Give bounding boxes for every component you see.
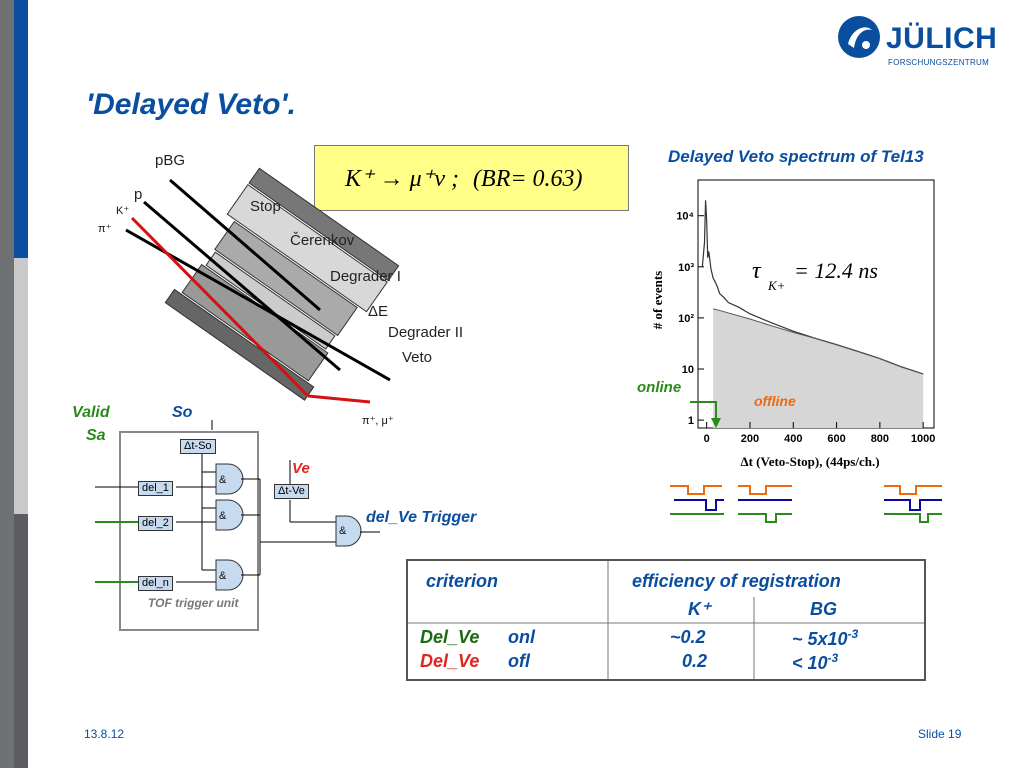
timing-signals — [670, 485, 942, 523]
formula: K⁺ → μ⁺ν ; (BR= 0.63) — [345, 164, 583, 193]
layer-label-degrader-1: Degrader I — [330, 268, 401, 285]
spectrum-title: Delayed Veto spectrum of Tel13 — [668, 147, 924, 166]
table-row-mode: onl — [508, 627, 535, 647]
and-gate-label: & — [219, 474, 227, 486]
layer-label-degrader-2: Degrader II — [388, 324, 464, 341]
delay-box-2: del_2 — [138, 516, 173, 531]
spectrum-chart: # of events Δt (Veto-Stop), (44ps/ch.) 0… — [650, 179, 935, 469]
x-tick-label: 200 — [741, 433, 759, 445]
x-tick-label: 400 — [784, 433, 802, 445]
kaon-track — [130, 216, 310, 398]
pion-track — [307, 394, 371, 404]
beam-label-k: K⁺ — [116, 205, 130, 217]
table-dividers — [408, 561, 924, 679]
y-tick-label: 1 — [688, 415, 694, 427]
sa-label: Sa — [86, 427, 106, 444]
and-gate-label: & — [339, 525, 347, 537]
logo-subtitle: FORSCHUNGSZENTRUM — [888, 58, 990, 67]
table-header-k: K⁺ — [688, 599, 711, 619]
layer-label-cerenkov: Čerenkov — [290, 232, 355, 249]
beam-label-pi: π⁺ — [98, 223, 112, 235]
valid-label: Valid — [72, 404, 110, 421]
online-marker — [690, 401, 721, 428]
stop-layer — [248, 167, 400, 282]
table-row-name: Del_Ve — [420, 651, 480, 671]
table-row-k: ~0.2 — [670, 627, 706, 647]
tau-symbol: τ — [752, 258, 761, 284]
y-tick-label: 10³ — [678, 262, 694, 274]
timing-group-2 — [738, 485, 792, 523]
table-row-bg-value: ~ 5x10 — [792, 629, 848, 649]
table-row-bg-value: < 10 — [792, 653, 828, 673]
tau-value: = 12.4 ns — [794, 258, 878, 283]
series-area — [713, 308, 924, 428]
beam-label-pbg: pBG — [155, 152, 186, 169]
x-tick-label: 0 — [704, 433, 710, 445]
trigger-logic-diagram — [95, 420, 380, 631]
sidebar-stripe — [0, 0, 14, 768]
so-label: So — [172, 404, 193, 421]
beam-track — [169, 178, 321, 312]
sidebar-accent — [14, 258, 28, 514]
timing-group-1 — [670, 485, 724, 515]
sidebar-accent — [14, 514, 28, 768]
table-row-bg-exponent: -3 — [827, 651, 839, 665]
table-row-bg: ~ 5x10-3 — [792, 627, 858, 650]
and-gate-label: & — [219, 510, 227, 522]
table-row-k: 0.2 — [682, 651, 708, 671]
y-tick-label: 10⁴ — [676, 211, 694, 223]
delay-box-1: del_1 — [138, 481, 173, 496]
veto-layer — [164, 288, 315, 401]
table-header-bg: BG — [810, 599, 837, 619]
tof-trigger-unit-label: TOF trigger unit — [148, 596, 239, 610]
table-row-bg-exponent: -3 — [847, 627, 859, 641]
ve-label: Ve — [292, 460, 310, 477]
y-tick-label: 10 — [682, 364, 694, 376]
table-row-mode: ofl — [508, 651, 530, 671]
series-line — [713, 308, 924, 375]
table-header-criterion: criterion — [426, 571, 499, 591]
decay-formula: K⁺ → μ⁺ν ; — [345, 166, 460, 192]
detector-diagram — [125, 167, 400, 404]
branching-ratio: (BR= 0.63) — [473, 166, 583, 192]
table-header-efficiency: efficiency of registration — [632, 571, 841, 591]
delay-box-n: del_n — [138, 576, 173, 591]
y-axis-label: # of events — [650, 271, 665, 330]
table-row-bg: < 10-3 — [792, 651, 838, 674]
online-label: online — [637, 379, 682, 396]
layer-label-delta-e: ΔE — [368, 303, 389, 320]
cerenkov-layer — [226, 183, 388, 313]
juelich-swirl-icon — [838, 16, 880, 58]
tof-trigger-unit-frame — [119, 431, 259, 631]
page-title: 'Delayed Veto'. — [86, 88, 296, 121]
beam-track — [143, 200, 341, 372]
footer-date: 13.8.12 — [84, 727, 125, 741]
formula-box: K⁺ → μ⁺ν ; (BR= 0.63) — [314, 145, 629, 211]
x-tick-label: 800 — [871, 433, 889, 445]
tau-subscript: K+ — [768, 278, 786, 293]
timing-group-3 — [884, 485, 942, 523]
offline-label: offline — [754, 393, 796, 409]
beam-label-p: p — [134, 186, 143, 203]
layer-label-veto: Veto — [402, 349, 433, 366]
x-tick-label: 1000 — [911, 433, 935, 445]
x-tick-label: 600 — [827, 433, 845, 445]
trigger-output-label: del_Ve Trigger — [366, 509, 477, 526]
table-row-name: Del_Ve — [420, 627, 480, 647]
layer-label-stop: Stop — [250, 198, 281, 215]
footer-slide-number: Slide 19 — [918, 727, 962, 741]
sidebar-accent — [14, 0, 28, 258]
dt-so-box: Δt-So — [180, 439, 216, 454]
dt-ve-box: Δt-Ve — [274, 484, 309, 499]
x-axis-label: Δt (Veto-Stop), (44ps/ch.) — [740, 454, 879, 469]
and-gate-label: & — [219, 570, 227, 582]
efficiency-table: criterion efficiency of registration K⁺ … — [406, 559, 926, 681]
logo-name: JÜLICH — [886, 22, 998, 55]
exit-particles-label: π⁺, μ⁺ — [362, 415, 394, 427]
y-tick-label: 10² — [678, 313, 694, 325]
